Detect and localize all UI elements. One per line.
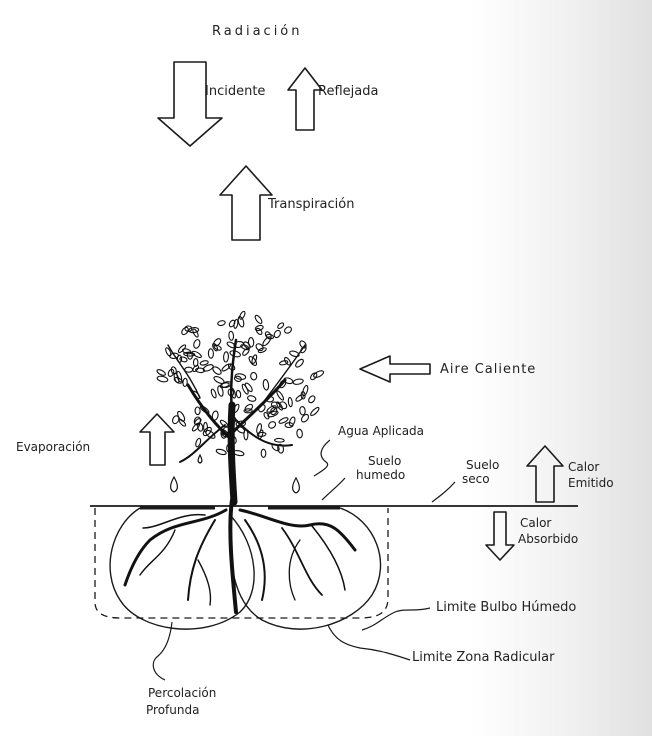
leaf	[185, 367, 193, 372]
root-left-2	[188, 520, 215, 600]
leaf	[210, 389, 217, 399]
reflected-radiation-arrow	[288, 68, 322, 130]
radiation-title: Radiación	[212, 24, 303, 40]
wet-soil-label-1: Suelo	[368, 454, 401, 468]
leaf	[276, 390, 285, 401]
leader-percolacion	[153, 622, 172, 680]
leaf	[288, 397, 293, 407]
leaf	[195, 407, 200, 415]
heat-emitted-label-1: Calor	[568, 460, 599, 474]
water-drop-right	[293, 478, 300, 493]
transpiration-label: Transpiración	[268, 197, 354, 213]
leaf	[208, 349, 213, 359]
transpiration-arrow	[220, 166, 272, 240]
leaf	[293, 378, 304, 385]
leaf	[236, 425, 246, 434]
leader-suelo-seco	[432, 482, 455, 502]
wet-bulb-limit-label: Limite Bulbo Húmedo	[436, 600, 576, 616]
leaf	[223, 352, 228, 362]
leaf	[216, 448, 227, 455]
heat-emitted-arrow	[527, 446, 563, 502]
taproot	[230, 500, 236, 612]
leaf	[212, 411, 219, 421]
leaf	[267, 420, 277, 429]
leaf	[165, 347, 172, 357]
leaf	[156, 369, 166, 377]
leaf	[191, 350, 202, 359]
leaf	[193, 339, 201, 349]
leaf	[275, 438, 285, 442]
wet-soil-label-2: humedo	[356, 468, 405, 482]
leaf	[273, 329, 282, 338]
leaf	[299, 406, 305, 415]
leaf	[294, 358, 304, 368]
heat-emitted-label-2: Emitido	[568, 476, 614, 490]
root-right-4	[312, 526, 345, 590]
tree-foliage	[156, 311, 324, 458]
leader-limite-zona	[328, 625, 410, 660]
leaf	[254, 314, 263, 324]
reflected-label: Reflejada	[318, 84, 378, 100]
root-zone-boundary	[95, 508, 388, 618]
dry-soil-label-2: seco	[462, 472, 490, 486]
leaf	[171, 415, 180, 425]
leaf	[239, 311, 247, 320]
root-left-4	[140, 530, 175, 575]
leaf	[178, 419, 186, 428]
leaf	[236, 390, 241, 398]
branch-left	[188, 385, 232, 440]
water-drop-small	[198, 455, 202, 463]
leaf	[302, 385, 309, 396]
hot-air-label: Aire Caliente	[440, 362, 536, 378]
leaf	[279, 360, 288, 366]
leaf	[257, 430, 264, 440]
evaporation-label: Evaporación	[16, 440, 90, 454]
percolation-label-1: Percolación	[148, 686, 216, 700]
root-right-2	[245, 520, 265, 600]
heat-absorbed-arrow	[486, 512, 514, 560]
evaporation-arrow	[140, 414, 174, 465]
leader-agua-aplicada	[314, 440, 330, 476]
leaf	[288, 416, 296, 426]
leaf	[307, 395, 316, 404]
root-right-5	[289, 540, 300, 600]
leaf	[212, 365, 223, 375]
leaf	[283, 326, 292, 335]
leaf	[310, 406, 321, 416]
percolation-label-2: Profunda	[146, 703, 199, 717]
leaf	[255, 327, 263, 335]
dry-soil-label-1: Suelo	[466, 458, 499, 472]
incident-label: Incidente	[205, 84, 265, 100]
root-right-3	[282, 528, 322, 595]
leaf	[313, 369, 325, 378]
leaf	[248, 338, 254, 348]
leaf	[217, 320, 225, 326]
leader-limite-bulbo	[362, 608, 430, 630]
heat-absorbed-label-2: Absorbido	[518, 532, 578, 546]
root-zone-limit-label: Limite Zona Radicular	[412, 650, 554, 666]
leaf	[157, 375, 169, 382]
leaf	[296, 429, 302, 438]
leaf	[204, 429, 216, 440]
leaf	[277, 322, 285, 330]
leaf	[244, 382, 254, 393]
leaf	[257, 403, 266, 412]
water-drop-left	[171, 477, 178, 492]
leaf	[263, 379, 269, 390]
leaf	[247, 395, 257, 402]
applied-water-label: Agua Aplicada	[338, 424, 424, 438]
leader-suelo-humedo	[322, 478, 345, 500]
incident-radiation-arrow	[158, 62, 222, 146]
leaf	[183, 378, 188, 386]
root-left-5	[198, 560, 211, 605]
leaf	[229, 331, 234, 340]
heat-absorbed-label-1: Calor	[520, 516, 551, 530]
hot-air-arrow	[360, 356, 430, 382]
leaf	[261, 449, 266, 457]
leaf	[250, 372, 257, 380]
